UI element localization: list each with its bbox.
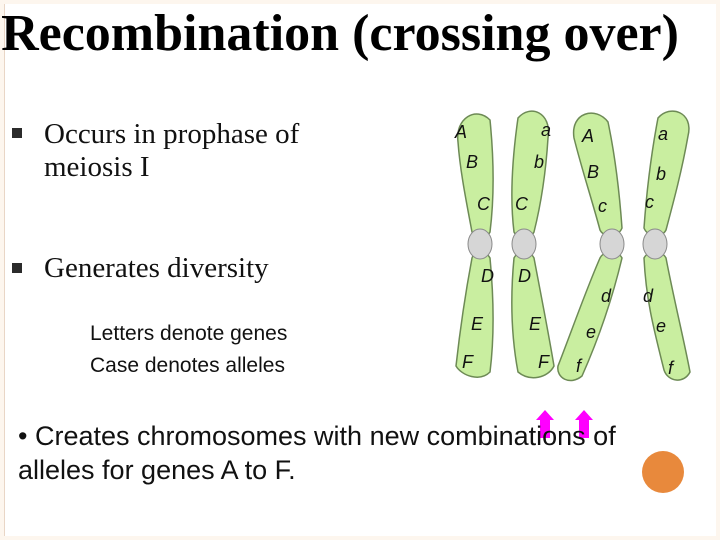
left-centromere: [467, 228, 537, 260]
slide-title: Recombination (crossing over): [1, 5, 679, 62]
gene-label: a: [658, 124, 668, 144]
gene-label: c: [645, 192, 654, 212]
arrow-up-icon: [575, 410, 593, 438]
gene-label: B: [466, 152, 478, 172]
right-chromatid-bottom-left: [557, 251, 623, 382]
gene-label: c: [598, 196, 607, 216]
orange-dot: [642, 451, 684, 493]
gene-label: D: [518, 266, 531, 286]
left-chromatid-top-right: [511, 110, 550, 239]
gene-label: E: [529, 314, 542, 334]
arrow-up-icon: [536, 410, 554, 438]
right-chromatid-top-left: [572, 112, 623, 237]
gene-label: d: [601, 286, 612, 306]
gene-label: B: [587, 162, 599, 182]
gene-label: A: [454, 122, 467, 142]
gene-label: A: [581, 126, 594, 146]
bullet-diversity: Generates diversity: [44, 252, 269, 284]
bullet-marker: [12, 263, 22, 273]
gene-label: f: [668, 358, 675, 378]
gene-label: a: [541, 120, 551, 140]
summary-text: • Creates chromosomes with new combinati…: [18, 421, 616, 485]
right-centromere: [599, 228, 668, 260]
left-chromosome: [455, 110, 555, 379]
gene-label: F: [538, 352, 550, 372]
gene-label: e: [586, 322, 596, 342]
gene-label: E: [471, 314, 484, 334]
gene-label: d: [643, 286, 654, 306]
right-chromatid-bottom-right: [643, 251, 691, 381]
note-alleles: Case denotes alleles: [90, 354, 285, 377]
gene-label: C: [515, 194, 529, 214]
gene-label: F: [462, 352, 474, 372]
note-genes: Letters denote genes: [90, 322, 288, 345]
gene-label: D: [481, 266, 494, 286]
bullet-prophase: Occurs in prophase of meiosis I: [44, 118, 300, 183]
bullet-marker: [12, 128, 22, 138]
gene-label: f: [576, 356, 583, 376]
gene-label: b: [656, 164, 666, 184]
gene-label: e: [656, 316, 666, 336]
gene-label: C: [477, 194, 491, 214]
left-chromatid-top-left: [457, 113, 494, 239]
right-chromatid-top-right: [643, 110, 690, 237]
gene-label: b: [534, 152, 544, 172]
